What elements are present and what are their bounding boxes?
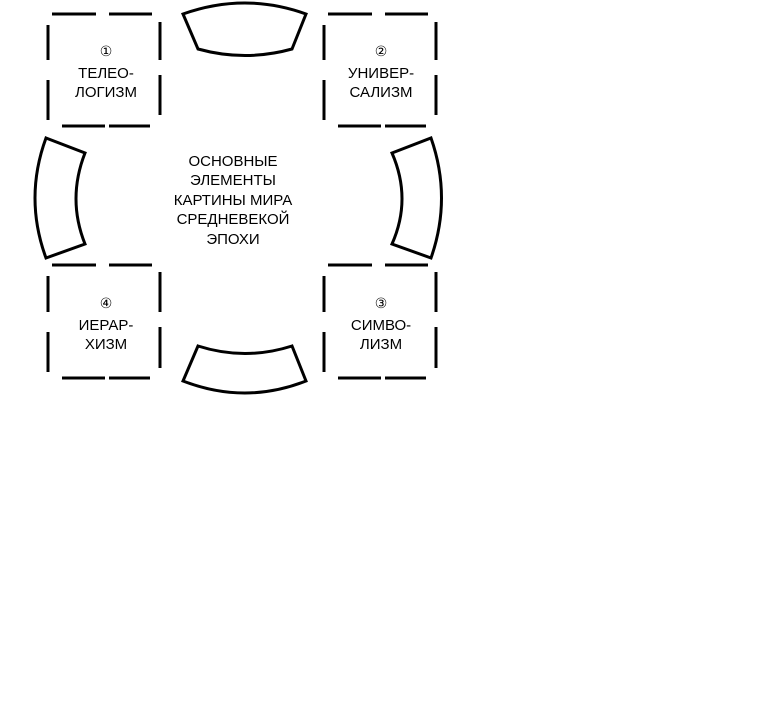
center-title-line: ЭПОХИ (206, 231, 259, 248)
box-label-line: ТЕЛЕО- (78, 65, 134, 82)
center-title-line: СРЕДНЕВЕКОЙ (177, 210, 290, 228)
box-label-line: ХИЗМ (85, 336, 127, 353)
box-symbolism (322, 263, 438, 380)
box-universalism (322, 12, 438, 128)
box-label-line: ЛОГИЗМ (75, 84, 137, 101)
box-number: ② (375, 44, 388, 60)
box-label-line: ИЕРАР- (79, 317, 134, 334)
box-number: ④ (100, 296, 113, 312)
box-label-line: САЛИЗМ (349, 84, 412, 101)
box-label-line: СИМВО- (351, 317, 411, 334)
box-hierarchism (46, 263, 162, 380)
center-title-line: ОСНОВНЫЕ (188, 153, 277, 170)
arc-top (180, 1, 308, 57)
center-title-line: ЭЛЕМЕНТЫ (190, 172, 276, 189)
box-label-line: УНИВЕР- (348, 65, 414, 82)
box-number: ① (100, 44, 113, 60)
center-title-line: КАРТИНЫ МИРА (174, 192, 293, 209)
arc-right (389, 136, 443, 260)
box-label-line: ЛИЗМ (360, 336, 402, 353)
box-number: ③ (375, 296, 388, 312)
arc-left (33, 136, 87, 260)
box-teleologism (46, 12, 162, 128)
arc-connectors (33, 1, 443, 395)
arc-bottom (181, 344, 308, 395)
